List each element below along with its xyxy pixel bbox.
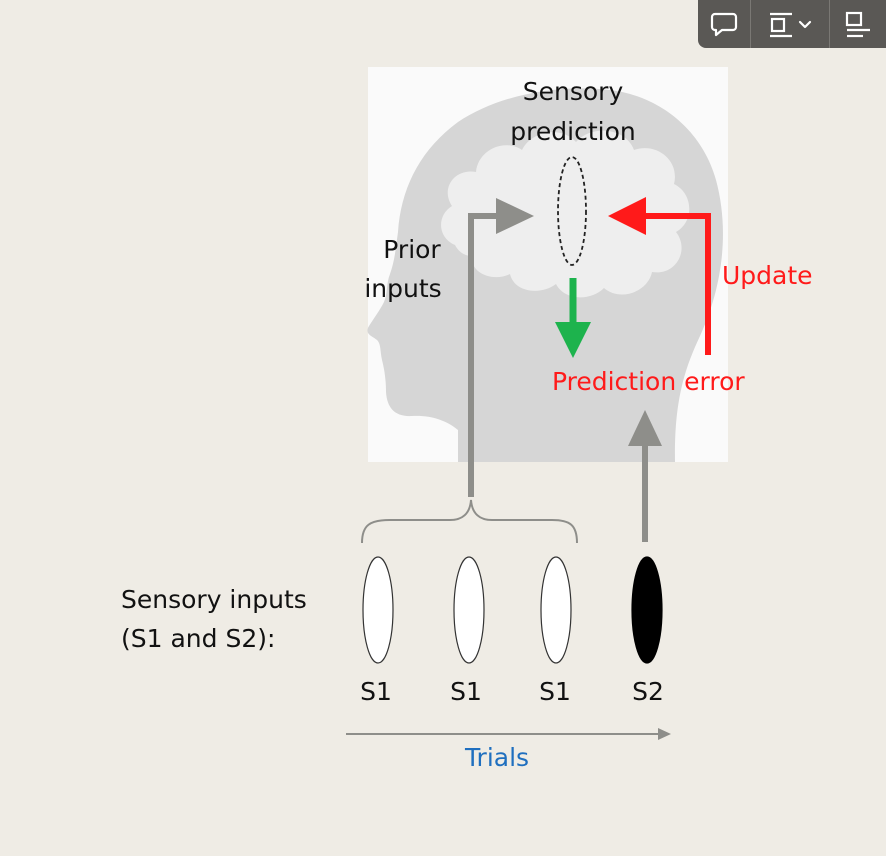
prior-inputs-label-line2: inputs xyxy=(364,274,441,303)
sensory-prediction-label-line1: Sensory xyxy=(523,77,624,106)
sensory-prediction-ellipse xyxy=(557,156,587,266)
comment-button[interactable] xyxy=(698,0,751,48)
stimulus-label-2: S1 xyxy=(450,677,482,706)
update-arrowhead xyxy=(608,197,646,235)
toolbar xyxy=(698,0,886,48)
prior-inputs-brace xyxy=(361,499,578,544)
stimulus-s1-2 xyxy=(453,556,485,664)
trials-arrowhead xyxy=(658,728,671,740)
update-arrow-shaft xyxy=(640,213,711,355)
stimulus-s2 xyxy=(631,556,663,664)
sensory-inputs-label-line2: (S1 and S2): xyxy=(121,624,275,653)
comment-icon xyxy=(710,12,738,37)
prior-input-arrowhead xyxy=(496,198,534,234)
align-button[interactable] xyxy=(830,0,886,48)
prior-inputs-label-line1: Prior xyxy=(383,235,441,264)
sensory-prediction-label-line2: prediction xyxy=(510,117,635,146)
prediction-error-label: Prediction error xyxy=(552,367,745,396)
layout-dropdown-icon xyxy=(770,12,812,38)
stimulus-label-4: S2 xyxy=(632,677,664,706)
stimulus-s1-3 xyxy=(540,556,572,664)
brain xyxy=(441,130,690,298)
sensory-inputs-label-line1: Sensory inputs xyxy=(121,585,307,614)
prediction-arrowhead xyxy=(555,322,591,358)
stimulus-label-1: S1 xyxy=(360,677,392,706)
layout-dropdown-button[interactable] xyxy=(751,0,830,48)
trials-label: Trials xyxy=(464,743,529,772)
s2-input-arrowhead xyxy=(628,410,662,446)
update-label: Update xyxy=(722,261,813,290)
stimulus-s1-1 xyxy=(362,556,394,664)
align-icon xyxy=(845,11,870,38)
prior-input-arrow-shaft xyxy=(468,213,500,497)
stimulus-label-3: S1 xyxy=(539,677,571,706)
